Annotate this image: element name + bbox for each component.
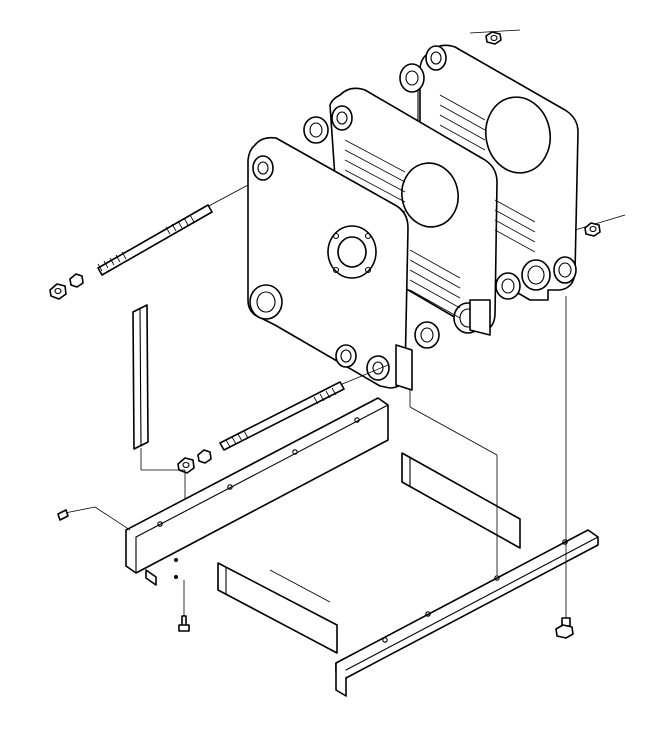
upper-rod-washer <box>69 273 84 288</box>
left-base-rail <box>125 397 389 586</box>
lower-tie-rod <box>177 364 389 474</box>
assembly-leader-lines <box>269 390 498 603</box>
rear-cross-bracket <box>401 452 521 549</box>
back-right-nut <box>574 214 626 237</box>
vertical-support-leg <box>132 304 186 510</box>
right-leveling-bolt <box>555 296 574 639</box>
back-top-nut <box>469 29 521 45</box>
upper-tie-rod <box>49 184 249 300</box>
left-side-bolt <box>57 506 131 531</box>
middle-plate <box>303 87 536 349</box>
bottom-screw <box>178 580 190 632</box>
right-base-rail <box>335 529 599 697</box>
lower-rod-nut <box>177 457 195 474</box>
front-end-plate <box>247 136 413 391</box>
front-cross-bracket <box>217 562 338 654</box>
lower-rod-washer <box>197 449 212 464</box>
upper-rod-nut <box>49 283 67 300</box>
plate-pack <box>247 29 626 391</box>
